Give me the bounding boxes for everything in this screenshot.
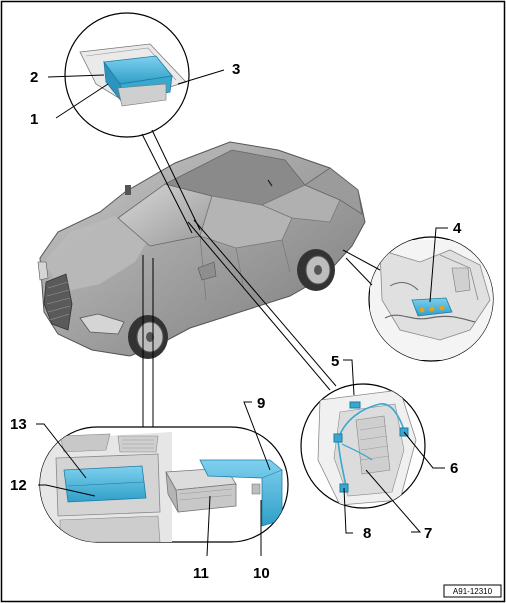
callout-8: 8 <box>363 525 371 542</box>
callout-6: 6 <box>450 460 458 477</box>
reference-code: A91-12310 <box>453 587 493 596</box>
callout-10: 10 <box>253 565 270 582</box>
detail-circle-top <box>64 12 190 138</box>
reference-code-box: A91-12310 <box>443 584 502 598</box>
callout-11: 11 <box>193 565 209 582</box>
callout-12: 12 <box>10 477 27 494</box>
detail-circle-roof-console <box>300 383 426 509</box>
callout-3: 3 <box>232 61 240 78</box>
callout-2: 2 <box>30 69 38 86</box>
callout-9: 9 <box>257 395 265 412</box>
callout-7: 7 <box>424 525 432 542</box>
car-illustration <box>37 141 366 359</box>
callout-labels: 1 2 3 4 5 6 7 8 9 10 11 12 13 <box>10 61 462 582</box>
callout-4: 4 <box>453 220 462 237</box>
callout-1: 1 <box>30 111 38 128</box>
leader-lines <box>36 69 448 557</box>
callout-5: 5 <box>331 353 339 370</box>
detail-capsule-bottom <box>39 426 289 543</box>
detail-circle-right <box>368 236 494 362</box>
callout-13: 13 <box>10 416 27 433</box>
